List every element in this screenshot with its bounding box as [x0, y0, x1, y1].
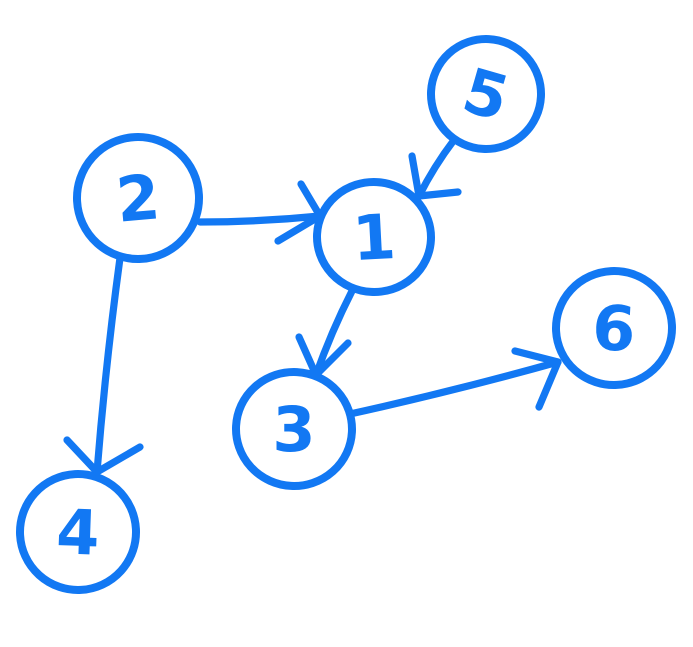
edge-5-1 — [415, 136, 458, 200]
arrowhead-5-1 — [408, 152, 462, 200]
node-circle-6 — [552, 266, 676, 390]
node-circle-5 — [427, 34, 545, 153]
edge-1-3 — [312, 287, 356, 379]
node-label-2: 2 — [113, 160, 162, 236]
arrowhead-3-6 — [511, 347, 562, 411]
edge-2-1 — [196, 212, 324, 226]
node-label-1: 1 — [351, 200, 398, 275]
edge-3-6 — [346, 358, 562, 418]
edge-2-4 — [93, 254, 124, 476]
arrowhead-1-3 — [295, 333, 352, 379]
arrowhead-2-4 — [63, 436, 144, 476]
node-label-4: 4 — [55, 495, 101, 569]
node-circle-1 — [313, 177, 435, 297]
node-circle-4 — [15, 470, 140, 594]
node-label-3: 3 — [272, 393, 315, 466]
node-circle-3 — [232, 367, 356, 491]
node-circle-2 — [72, 133, 203, 263]
arrowhead-2-1 — [274, 180, 324, 245]
node-label-6: 6 — [591, 291, 638, 366]
